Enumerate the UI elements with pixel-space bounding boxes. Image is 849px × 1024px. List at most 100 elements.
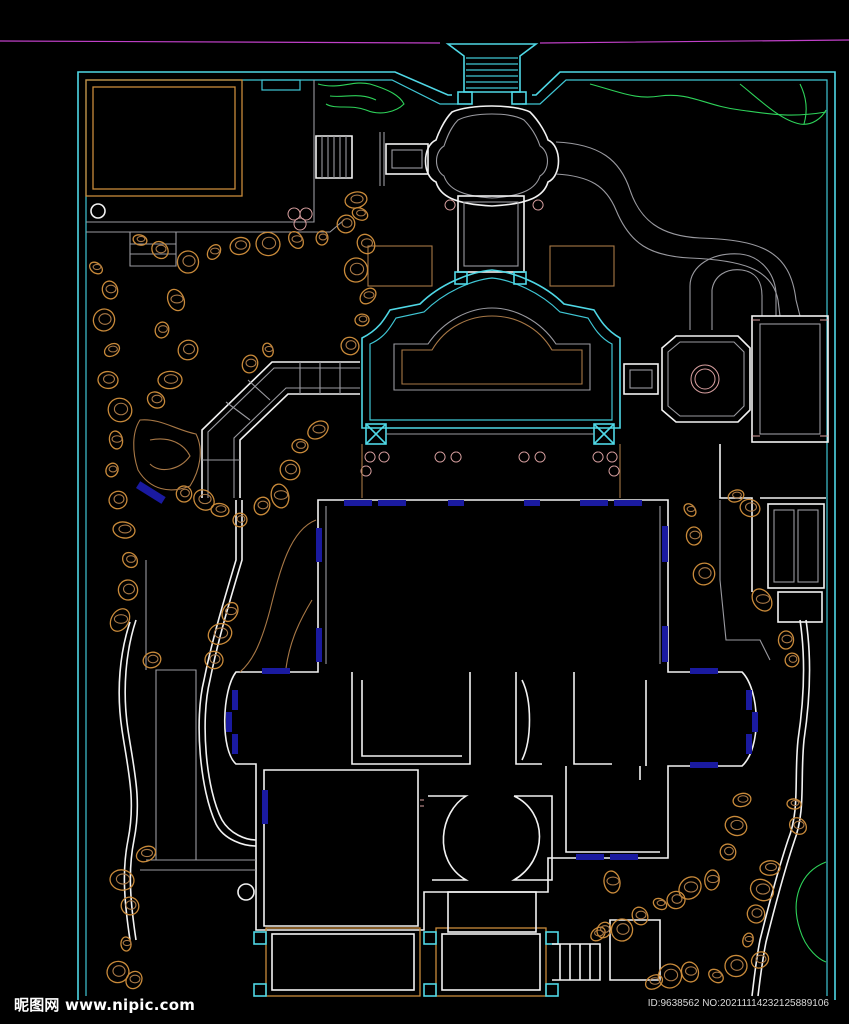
watermark-id: ID:9638562 NO:20211114232125889106 [647, 998, 829, 1009]
pond-edge [133, 419, 201, 491]
rock-stone-detail [755, 954, 767, 964]
rock-stone [340, 336, 360, 356]
rock-stone-detail [363, 291, 375, 299]
rock-stone [270, 483, 290, 509]
rock-stone [749, 878, 775, 902]
rock-stone [610, 918, 634, 942]
rock-stone-detail [788, 655, 798, 663]
rock-stone-detail [341, 218, 353, 228]
rock-stone-detail [198, 493, 212, 505]
rock-stone-detail [356, 209, 366, 217]
rock-stone-detail [261, 236, 277, 250]
rock-stone-detail [126, 555, 136, 563]
rock-stone [777, 630, 795, 650]
rock-stone-detail [147, 654, 159, 664]
rock-stone-detail [345, 340, 357, 350]
rock-stone-detail [683, 881, 699, 893]
rock-stone [207, 622, 233, 646]
rock-stone-detail [264, 345, 274, 353]
rock-stone-detail [649, 977, 661, 985]
rock-stone [692, 562, 716, 586]
rock-stone [596, 921, 612, 939]
rock-stone [683, 503, 697, 517]
rock-stone [704, 869, 720, 891]
rock-stone-detail [113, 614, 129, 624]
rock-stone [109, 608, 131, 632]
central-pavilion [379, 105, 560, 207]
rock-stone [343, 257, 369, 283]
rock-stone [759, 860, 781, 876]
rock-stone [157, 370, 183, 390]
rock-stone [750, 951, 770, 969]
rock-stone-detail [155, 244, 167, 254]
rock-stone [644, 974, 664, 990]
rock-stone-detail [790, 799, 800, 807]
rock-stone [315, 230, 329, 246]
rock-stone [154, 321, 170, 339]
rock-stone-detail [234, 240, 248, 250]
rock-stone [108, 490, 128, 510]
rock-stone-detail [744, 502, 758, 512]
rock-stone-detail [663, 968, 679, 982]
rock-stone-detail [113, 494, 125, 504]
rock-stone [255, 231, 281, 257]
rock-stone-detail [182, 343, 196, 355]
rock-stone [146, 391, 166, 409]
rock-stone-detail [102, 374, 116, 384]
rock-stone-detail [115, 873, 131, 885]
rock-stone [193, 489, 215, 511]
rock-stone [631, 906, 649, 926]
rock-stone [204, 650, 224, 670]
entrance-gate [445, 43, 539, 105]
pool-area [85, 79, 345, 233]
rock-stone-detail [291, 235, 303, 243]
rock-stone-detail [213, 627, 229, 639]
right-pavilion [623, 315, 829, 443]
rock-stone [724, 954, 748, 978]
rock-stone-detail [689, 530, 701, 540]
rock-stone-detail [129, 974, 141, 984]
rock-stone-detail [108, 345, 118, 353]
rockery-stones [88, 191, 808, 990]
rock-stone [92, 308, 116, 332]
rock-stone [351, 207, 369, 221]
rock-stone-detail [108, 465, 118, 473]
rock-stone [336, 214, 356, 234]
rock-stone-detail [781, 634, 793, 644]
rock-stone [135, 845, 157, 863]
lower-structures [237, 883, 661, 997]
rock-stone [107, 397, 133, 423]
rock-stone [97, 370, 119, 390]
site-boundary [77, 71, 836, 1000]
rock-stone-detail [236, 515, 246, 523]
rock-stone [177, 339, 199, 361]
rock-stone-detail [163, 374, 179, 384]
rock-stone-detail [349, 262, 365, 276]
rock-stone-detail [635, 910, 647, 920]
rock-stone [307, 420, 329, 440]
rock-stone-detail [125, 900, 137, 910]
rock-stone [88, 261, 104, 275]
rock-stone [101, 280, 119, 300]
rock-stone [117, 579, 139, 601]
rock-stone [724, 815, 748, 837]
rock-stone-detail [215, 505, 227, 513]
rock-stone [344, 191, 368, 209]
rock-stone [666, 890, 686, 910]
rock-stone [742, 932, 754, 948]
rock-stone [206, 244, 222, 260]
winding-path [555, 141, 801, 330]
windows [136, 481, 758, 860]
rock-stone-detail [744, 935, 754, 943]
rock-stone [142, 651, 162, 669]
rock-stone [590, 926, 606, 942]
rock-stone [784, 652, 800, 668]
rock-stone-detail [712, 971, 722, 979]
rock-stone-detail [358, 315, 368, 323]
rock-stone-detail [224, 606, 238, 616]
rock-stone [685, 526, 703, 546]
side-steps [129, 135, 353, 267]
rock-stone [112, 521, 136, 539]
rock-stone [719, 843, 737, 861]
rock-stone-detail [151, 394, 163, 404]
